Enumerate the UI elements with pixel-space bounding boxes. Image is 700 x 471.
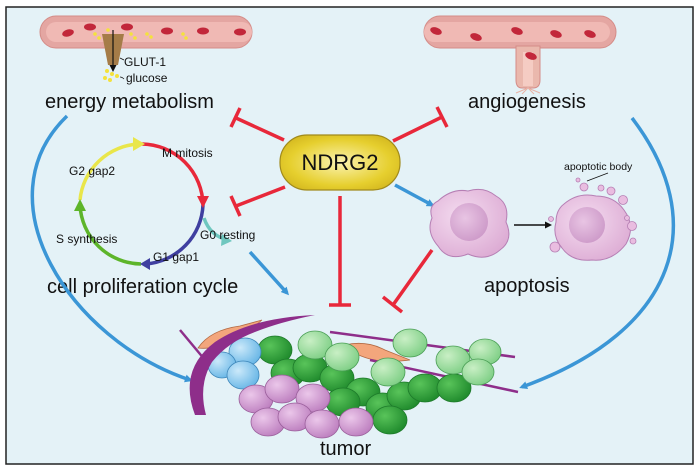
promote-ndrg2-apoptosis xyxy=(394,183,435,207)
energy-metabolism-label: energy metabolism xyxy=(45,91,214,113)
inhibit-cell-cycle xyxy=(229,185,286,217)
phase-label-s: S synthesis xyxy=(56,232,117,246)
inhibit-tumor-by-apoptosis xyxy=(381,248,434,314)
tumor-cells-blue xyxy=(207,337,262,390)
apoptotic-cell-initial xyxy=(429,188,510,258)
promotion-edges xyxy=(30,114,676,390)
phase-arc-g1 xyxy=(145,204,205,266)
phase-label-g1: G1 gap1 xyxy=(153,250,199,264)
inhibit-angiogenesis xyxy=(392,106,449,143)
phase-label-g0: G0 resting xyxy=(200,228,255,242)
tumor-label: tumor xyxy=(320,438,371,460)
glucose-label: glucose xyxy=(126,71,168,85)
tumor-cells-green-dark xyxy=(257,335,472,435)
blood-vessel-energy xyxy=(39,15,253,49)
phase-arc-g2 xyxy=(78,142,140,201)
tumor-cells-purple xyxy=(238,374,374,439)
cell-cycle-arrowheads xyxy=(74,137,232,270)
promote-energy-tumor xyxy=(30,114,193,383)
fibroblast-cell xyxy=(344,342,411,362)
phase-label-m: M mitosis xyxy=(162,146,213,160)
apoptosis-label: apoptosis xyxy=(484,275,570,297)
apoptotic-cell-fragmented xyxy=(548,177,637,261)
tumor-cells-green-light xyxy=(297,328,502,387)
phase-arc-s xyxy=(78,204,142,266)
ndrg2-node: NDRG2 xyxy=(279,134,401,191)
purple-vessel xyxy=(189,315,315,415)
apoptotic-body-label: apoptotic body xyxy=(564,161,633,173)
glut1-label: GLUT-1 xyxy=(124,55,166,69)
inhibition-edges xyxy=(229,106,449,314)
phase-label-g2: G2 gap2 xyxy=(69,164,115,178)
cell-proliferation-cycle-label: cell proliferation cycle xyxy=(47,276,238,298)
promote-angiogenesis-tumor xyxy=(519,116,676,390)
promote-cell-cycle-tumor xyxy=(248,250,290,296)
tumor-cluster xyxy=(179,315,519,439)
phase-arc-m xyxy=(141,142,205,206)
inhibit-energy-metabolism xyxy=(229,107,285,142)
angiogenesis-label: angiogenesis xyxy=(468,91,586,113)
glut1-transporter-icon xyxy=(102,30,125,82)
inhibit-tumor xyxy=(329,196,351,307)
apoptotic-body-pointer xyxy=(586,172,609,182)
blood-vessel-angiogenesis xyxy=(423,15,617,95)
ndrg2-label: NDRG2 xyxy=(301,150,378,175)
